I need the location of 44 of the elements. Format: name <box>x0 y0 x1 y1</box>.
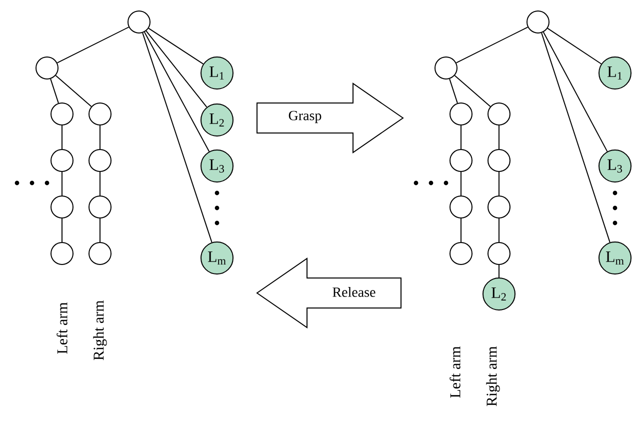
link-line <box>146 30 208 108</box>
link-line <box>144 32 210 152</box>
link-line <box>449 78 458 104</box>
link-line <box>542 32 608 152</box>
joint-circle <box>88 242 112 265</box>
link-line <box>148 28 204 64</box>
arm-label: Left arm <box>56 302 68 354</box>
joint-circle <box>450 196 472 218</box>
arm-label: Right arm <box>93 300 107 360</box>
joint-circle <box>50 196 74 218</box>
joint-circle <box>50 149 74 172</box>
link-line <box>460 218 462 242</box>
link-line <box>454 75 491 107</box>
link-line <box>498 172 500 196</box>
link-line <box>498 125 500 150</box>
link-line <box>547 28 602 64</box>
joint-circle <box>488 102 510 126</box>
joint-circle <box>450 149 472 172</box>
joint-circle <box>488 242 510 265</box>
joint-circle <box>88 102 112 126</box>
joint-circle <box>526 10 550 34</box>
joint-circle <box>450 242 472 265</box>
link-line <box>541 32 610 243</box>
joint-circle <box>488 196 510 218</box>
joint-circle <box>88 196 112 218</box>
link-line <box>50 78 59 104</box>
link-line <box>456 26 528 64</box>
link-line <box>460 172 462 196</box>
joint-circle <box>450 102 472 126</box>
joint-circle <box>88 149 112 172</box>
link-line <box>498 264 500 278</box>
arm-label: Right arm <box>486 346 500 406</box>
joint-circle <box>128 10 150 34</box>
joint-circle <box>434 56 458 80</box>
link-line <box>56 26 130 64</box>
arm-label: Left arm <box>450 346 460 398</box>
joint-circle <box>50 102 74 126</box>
joint-circle <box>50 242 74 265</box>
link-line <box>460 125 462 150</box>
joint-circle <box>488 149 510 172</box>
joint-circle <box>36 56 58 80</box>
link-line <box>498 218 500 242</box>
link-line <box>55 75 92 107</box>
link-line <box>142 32 212 243</box>
